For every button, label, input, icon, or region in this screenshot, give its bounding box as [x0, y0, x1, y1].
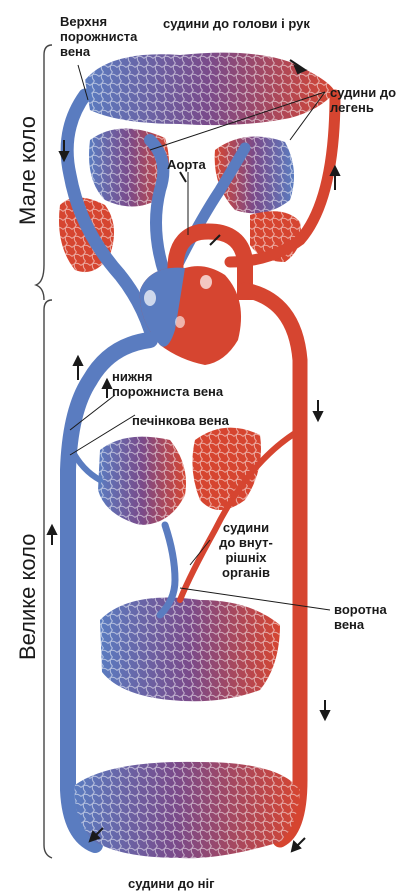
organ-capillaries-lower — [100, 598, 280, 702]
small-circle-label: Мале коло — [15, 116, 41, 225]
liver-capillaries — [98, 437, 186, 525]
arrow-icon — [314, 412, 322, 420]
arrow-icon — [180, 172, 186, 182]
head-arm-capillaries — [85, 53, 335, 125]
arrow-icon — [48, 526, 56, 534]
internal-organs-vessels-label: судини до внут- рішніх органів — [206, 520, 286, 580]
arrow-icon — [74, 357, 82, 365]
large-circle-bracket — [44, 300, 52, 858]
large-circle-label: Велике коло — [15, 534, 41, 660]
portal-vein-label: воротна вена — [334, 602, 400, 632]
leg-capillaries — [75, 762, 300, 858]
leg-vessels-label: судини до ніг — [128, 876, 268, 891]
superior-vena-cava-label: Верхня порожниста вена — [60, 14, 160, 59]
organ-capillaries-upper — [192, 428, 261, 510]
arrow-icon — [321, 711, 329, 719]
hepatic-vein-label: печінкова вена — [132, 413, 272, 428]
aorta-label: Аорта — [167, 157, 227, 172]
inferior-vena-cava-label: нижня порожниста вена — [112, 369, 262, 399]
arrow-icon — [103, 380, 111, 388]
heart — [140, 266, 241, 365]
lung-vessels-label: судини до легень — [330, 85, 400, 115]
head-arm-vessels-label: судини до голови і рук — [163, 16, 363, 31]
